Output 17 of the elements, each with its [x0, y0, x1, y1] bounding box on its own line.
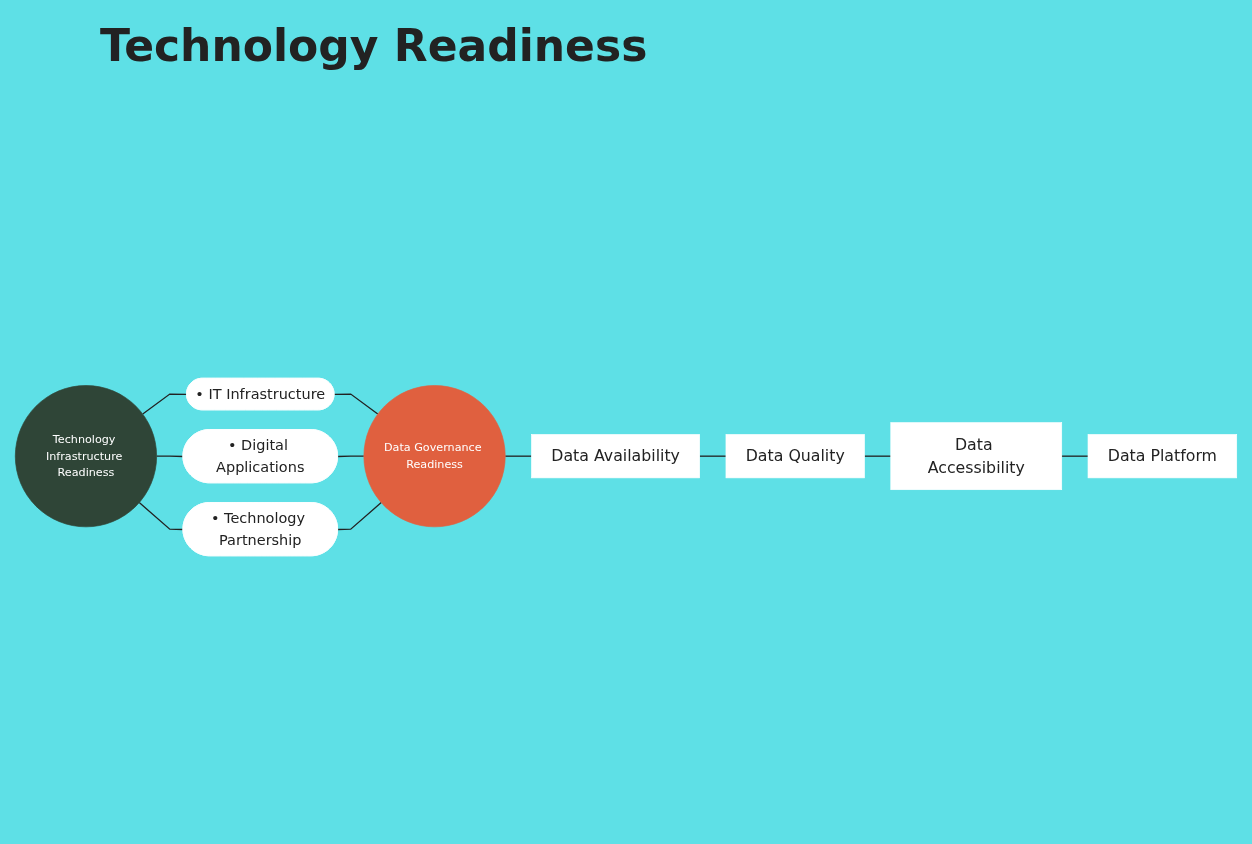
node-circle: Data Governance Readiness [363, 385, 506, 528]
connector [337, 501, 382, 531]
connector [337, 455, 365, 458]
connector [699, 455, 727, 457]
node-box: Data Availability [531, 434, 700, 479]
node-box: Data Platform [1087, 434, 1238, 479]
node-box: Data Quality [725, 434, 865, 479]
connector [863, 455, 892, 457]
connector [138, 501, 184, 531]
connector [142, 393, 188, 415]
connector [333, 393, 379, 415]
connector [504, 455, 533, 457]
diagram-title: Technology Readiness [100, 20, 648, 71]
node-box: Data Accessibility [890, 422, 1063, 490]
connector [156, 455, 184, 458]
connector [1061, 455, 1089, 457]
node-circle: Technology Infrastructure Readiness [14, 385, 157, 528]
